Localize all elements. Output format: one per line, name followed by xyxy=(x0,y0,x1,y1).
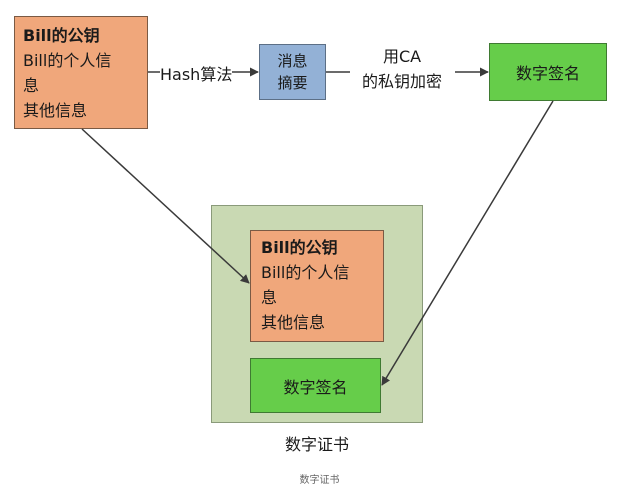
digest-line-2: 摘要 xyxy=(277,74,308,92)
cert-public-key-text: Bill的公钥 xyxy=(261,238,338,257)
digital-signature-label: 数字签名 xyxy=(515,64,580,83)
encrypt-label: 用CA 的私钥加密 xyxy=(342,44,462,94)
encrypt-label-line-2: 的私钥加密 xyxy=(361,72,442,91)
source-personal-info-text: Bill的个人信 xyxy=(23,51,112,70)
source-personal-info-text-cont: 息 xyxy=(23,76,40,95)
certificate-info-box: Bill的公钥 Bill的个人信 息 其他信息 xyxy=(250,230,384,342)
encrypt-label-line-1: 用CA xyxy=(382,47,422,66)
source-other-info-text: 其他信息 xyxy=(23,101,88,120)
message-digest-box: 消息 摘要 xyxy=(259,44,326,100)
certificate-signature-label: 数字签名 xyxy=(283,377,348,397)
source-info-box: Bill的公钥 Bill的个人信 息 其他信息 xyxy=(14,16,148,129)
cert-other-info-text: 其他信息 xyxy=(261,313,326,332)
hash-algorithm-label: Hash算法 xyxy=(160,65,233,84)
source-to-certificate-arrow xyxy=(81,128,250,284)
digest-line-1: 消息 xyxy=(277,52,308,70)
source-public-key-text: Bill的公钥 xyxy=(23,26,100,45)
digital-signature-box: 数字签名 xyxy=(489,43,607,101)
cert-personal-info-text: Bill的个人信 xyxy=(261,263,350,282)
certificate-signature-box: 数字签名 xyxy=(250,358,381,413)
cert-personal-info-text-cont: 息 xyxy=(261,288,278,307)
signature-to-certificate-arrow xyxy=(381,100,554,386)
certificate-title: 数字证书 xyxy=(284,435,349,454)
figure-caption: 数字证书 xyxy=(299,475,340,486)
